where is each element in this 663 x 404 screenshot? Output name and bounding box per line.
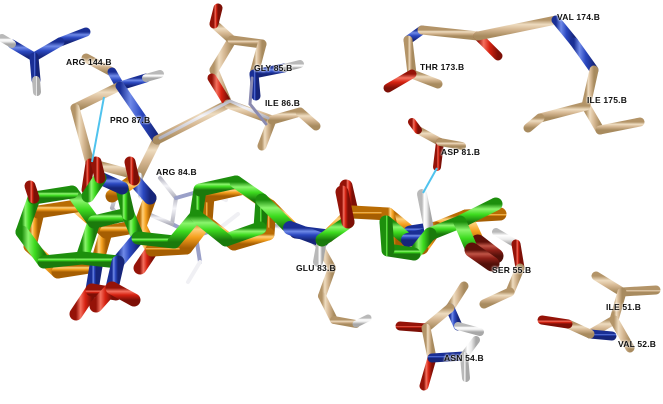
ligand-green-pose [15, 156, 503, 313]
residue-ile51-val52 [537, 271, 661, 353]
hydrogen-bonds-group [91, 96, 438, 194]
residue-gly85-ile86 [152, 3, 321, 151]
hbond-asp81 [422, 167, 438, 194]
residue-arg144 [0, 9, 164, 96]
residue-asp81 [408, 118, 466, 171]
protein-residues-group [0, 3, 661, 391]
residue-ile175 [523, 65, 645, 135]
residue-asn54 [395, 281, 484, 391]
residue-ser55 [479, 228, 525, 309]
residue-val174 [473, 15, 599, 75]
residue-glu83 [314, 242, 372, 328]
hbond-pro87 [91, 96, 105, 163]
